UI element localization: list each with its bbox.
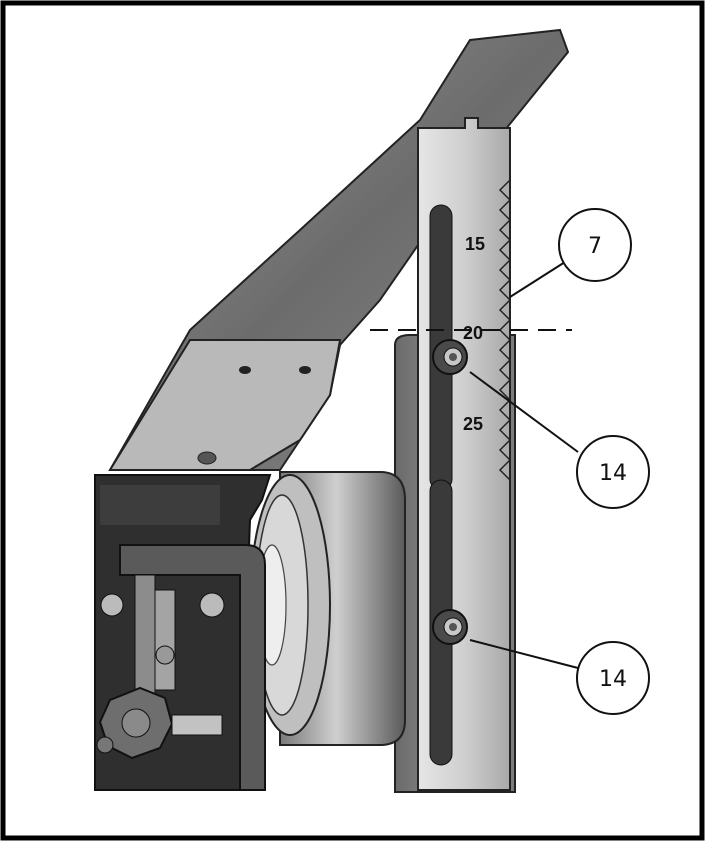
callout-14-upper: 14 [576, 435, 650, 509]
leader-line-7 [509, 261, 566, 298]
leader-line-14-upper [469, 371, 579, 453]
svg-text:14: 14 [599, 667, 627, 692]
screw-upper [432, 339, 468, 375]
scale-label-25: 25 [463, 414, 483, 434]
leader-line-14-lower [469, 639, 579, 669]
scale-label-15: 15 [465, 234, 485, 254]
motor [249, 471, 406, 746]
screw-lower [432, 609, 468, 645]
callout-7: 7 [558, 208, 632, 282]
svg-text:14: 14 [599, 461, 627, 486]
scale-bar [417, 117, 512, 791]
svg-text:7: 7 [588, 234, 602, 259]
scale-label-20: 20 [463, 323, 483, 343]
machine-housing [94, 474, 272, 791]
callout-14-lower: 14 [576, 641, 650, 715]
